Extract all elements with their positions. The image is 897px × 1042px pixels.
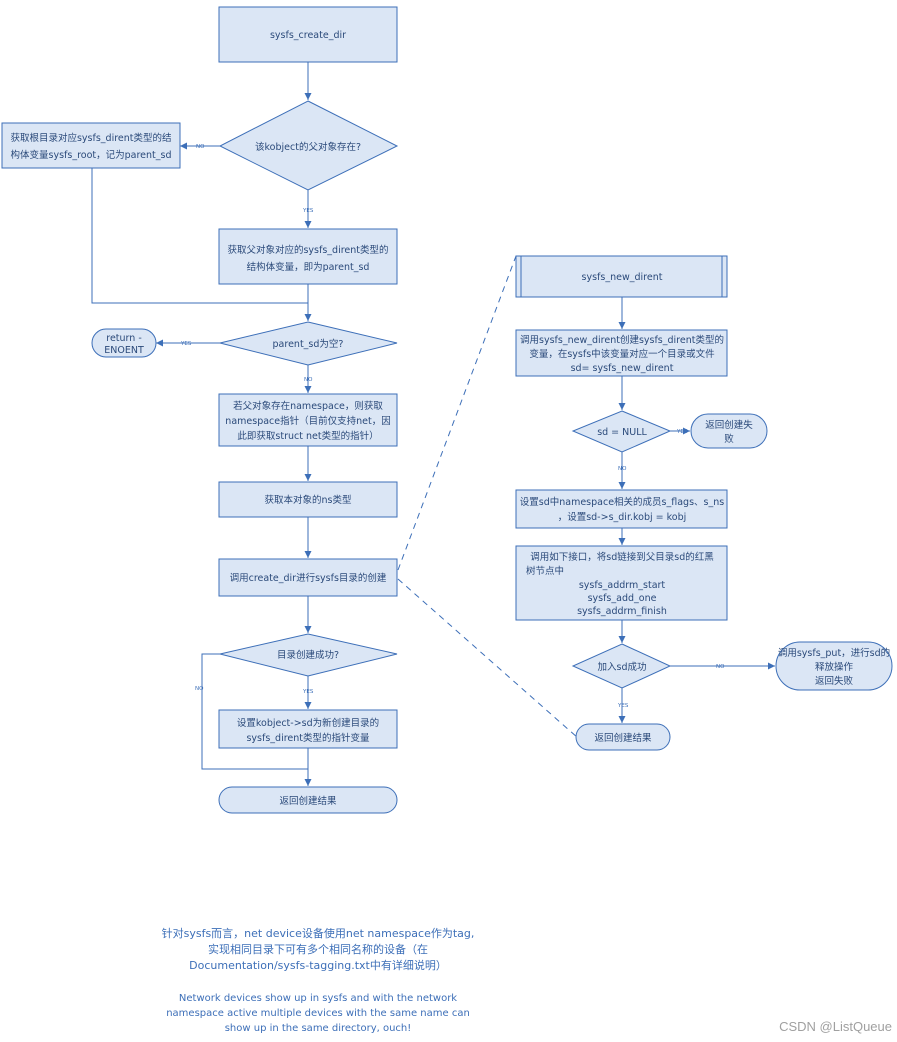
tag-no: NO [716, 664, 725, 670]
note-cn-line: Documentation/sysfs-tagging.txt中有详细说明） [189, 958, 447, 972]
node-label: 若父对象存在namespace，则获取 [233, 400, 383, 412]
node-label: 返回创建失 [705, 419, 753, 431]
decision-dir-created: 目录创建成功? [219, 633, 398, 677]
decision-parent-sd-null: parent_sd为空? [219, 321, 398, 366]
node-start-sysfs-new-dirent: sysfs_new_dirent [515, 255, 728, 298]
node-label: 设置sd中namespace相关的成员s_flags、s_ns [520, 496, 724, 508]
node-label: sysfs_addrm_start [579, 580, 666, 591]
node-get-parent-sd: 获取父对象对应的sysfs_dirent类型的 结构体变量，即为parent_s… [218, 228, 398, 285]
right-flow-connectors [618, 297, 775, 723]
node-label: sd= sysfs_new_dirent [571, 363, 674, 374]
tag-no: NO [618, 466, 627, 472]
note-cn-line: 针对sysfs而言，net device设备使用net namespace作为t… [162, 926, 475, 940]
node-label: 返回创建结果 [594, 732, 652, 744]
decision-label: sd = NULL [597, 427, 647, 438]
decision-label: 加入sd成功 [598, 661, 647, 673]
node-start-sysfs-create-dir: sysfs_create_dir [218, 6, 398, 63]
tag-yes: YES [302, 208, 314, 214]
node-call-create-dir: 调用create_dir进行sysfs目录的创建 [218, 558, 398, 597]
node-get-namespace: 若父对象存在namespace，则获取 namespace指针（目前仅支持net… [218, 393, 398, 447]
node-label: return - [106, 333, 142, 344]
tag-no: NO [304, 377, 313, 383]
node-put-release: 调用sysfs_put，进行sd的 释放操作 返回失败 [775, 641, 893, 691]
node-label: 调用create_dir进行sysfs目录的创建 [230, 572, 387, 584]
node-label: namespace指针（目前仅支持net，因 [225, 415, 390, 427]
node-link-parent-rbtree: 调用如下接口，将sd链接到父目录sd的红黑 树节点中 sysfs_addrm_s… [515, 545, 728, 621]
node-get-ns-type: 获取本对象的ns类型 [218, 481, 398, 518]
node-label: sysfs_add_one [588, 593, 657, 604]
decision-sd-null: sd = NULL [571, 410, 672, 453]
note-cn-line: 实现相同目录下可有多个相同名称的设备（在 [208, 942, 428, 956]
node-label: 释放操作 [815, 661, 854, 673]
node-label: ENOENT [104, 345, 144, 356]
node-label: 变量，在sysfs中该变量对应一个目录或文件 [529, 348, 715, 360]
decision-kobject-parent-exists: 该kobject的父对象存在? [218, 100, 399, 191]
node-label: 树节点中 [526, 565, 564, 577]
node-label: 调用sysfs_new_dirent创建sysfs_dirent类型的 [520, 334, 724, 346]
tag-no: NO [195, 686, 204, 692]
node-label: 获取根目录对应sysfs_dirent类型的结 [10, 132, 171, 144]
node-label: 此即获取struct net类型的指针） [237, 430, 378, 442]
node-label: 获取本对象的ns类型 [265, 494, 352, 506]
node-return-enoent: return - ENOENT [91, 328, 157, 358]
node-label: sysfs_dirent类型的指针变量 [246, 732, 370, 744]
node-return-result-right: 返回创建结果 [575, 723, 671, 751]
note-en-line: namespace active multiple devices with t… [166, 1008, 470, 1019]
node-label: 返回失败 [815, 675, 854, 687]
tag-yes: YES [617, 703, 629, 709]
decision-add-sd-success: 加入sd成功 [571, 643, 672, 689]
node-label: 败 [724, 433, 734, 445]
watermark: CSDN @ListQueue [779, 1019, 892, 1034]
note-en-line: Network devices show up in sysfs and wit… [179, 993, 457, 1004]
node-label: 结构体变量，即为parent_sd [247, 261, 370, 273]
node-label: sysfs_new_dirent [582, 272, 663, 283]
decision-label: 目录创建成功? [277, 649, 339, 661]
left-flow-connectors [91, 62, 312, 786]
tag-no: NO [196, 144, 205, 150]
node-set-kobject-sd: 设置kobject->sd为新创建目录的 sysfs_dirent类型的指针变量 [218, 709, 398, 749]
tag-yes: YES [302, 689, 314, 695]
node-return-fail: 返回创建失 败 [690, 413, 768, 449]
node-label: sysfs_create_dir [270, 30, 346, 41]
node-label: 调用如下接口，将sd链接到父目录sd的红黑 [530, 551, 714, 563]
node-label: 调用sysfs_put，进行sd的 [778, 647, 890, 659]
node-label: 获取父对象对应的sysfs_dirent类型的 [227, 244, 388, 256]
node-label: 构体变量sysfs_root，记为parent_sd [11, 149, 172, 161]
node-call-new-dirent: 调用sysfs_new_dirent创建sysfs_dirent类型的 变量，在… [515, 329, 728, 377]
tag-yes: YES [180, 341, 192, 347]
node-label: 设置kobject->sd为新创建目录的 [237, 717, 379, 729]
node-label: sysfs_addrm_finish [577, 606, 667, 617]
node-set-namespace-members: 设置sd中namespace相关的成员s_flags、s_ns ，设置sd->s… [515, 489, 728, 529]
decision-label: parent_sd为空? [273, 338, 344, 350]
note-en-line: show up in the same directory, ouch! [225, 1023, 412, 1034]
note-text: 针对sysfs而言，net device设备使用net namespace作为t… [162, 926, 475, 1034]
node-label: 返回创建结果 [279, 795, 337, 807]
decision-label: 该kobject的父对象存在? [255, 141, 361, 153]
tag-yes: YES [676, 429, 688, 435]
expansion-lines [397, 255, 579, 739]
node-label: ，设置sd->s_dir.kobj = kobj [558, 512, 687, 523]
node-return-result-left: 返回创建结果 [218, 786, 398, 814]
node-get-root-sd: 获取根目录对应sysfs_dirent类型的结 构体变量sysfs_root，记… [1, 122, 181, 169]
